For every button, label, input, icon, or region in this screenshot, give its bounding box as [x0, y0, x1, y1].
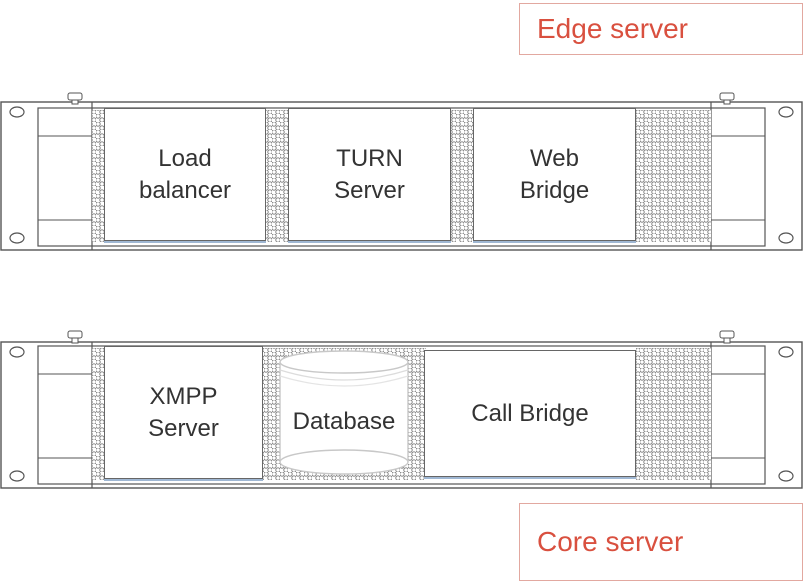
vent-grille	[451, 110, 473, 242]
mount-hole	[9, 346, 25, 358]
thumb-screw-left	[67, 92, 83, 105]
xmpp-server-module: XMPP Server	[104, 346, 263, 481]
database-label: Database	[292, 408, 396, 435]
vent-grille	[636, 110, 711, 242]
vent-grille	[92, 110, 104, 242]
thumb-screw-left	[67, 330, 83, 344]
turn-server-module: TURN Server	[288, 108, 451, 243]
edge-server-label-text: Edge server	[537, 13, 688, 44]
core-server-label-text: Core server	[537, 526, 684, 557]
web-bridge-module: Web Bridge	[473, 108, 636, 243]
mount-hole	[9, 470, 25, 482]
core-server-rack: XMPP Server Database Call Bridge	[0, 328, 803, 498]
edge-server-label: Edge server	[519, 3, 803, 55]
mount-hole	[778, 232, 794, 244]
thumb-screw-right	[719, 330, 735, 344]
mount-hole	[778, 470, 794, 482]
mount-hole	[9, 106, 25, 118]
core-server-label: Core server	[519, 503, 803, 581]
edge-rack-chassis	[0, 92, 803, 251]
vent-grille	[92, 348, 104, 480]
mount-hole	[778, 346, 794, 358]
thumb-screw-right	[719, 92, 735, 105]
load-balancer-module: Load balancer	[104, 108, 266, 243]
vent-grille	[266, 110, 288, 242]
call-bridge-module: Call Bridge	[424, 350, 636, 479]
mount-hole	[9, 232, 25, 244]
database-cylinder-icon	[279, 350, 409, 475]
vent-grille	[636, 348, 711, 480]
edge-server-rack: Load balancer TURN Server Web Bridge	[0, 90, 803, 260]
mount-hole	[778, 106, 794, 118]
database-module: Database	[279, 350, 409, 476]
